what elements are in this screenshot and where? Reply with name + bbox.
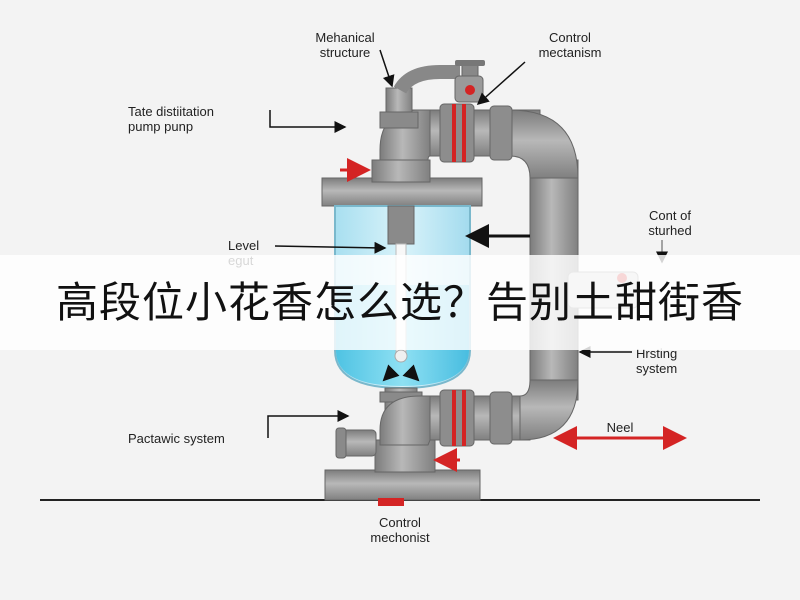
bottom-right-elbow xyxy=(519,379,579,441)
bottom-flange-2 xyxy=(489,391,513,445)
label-pactawic-system: Pactawic system xyxy=(128,431,225,446)
title-banner: 高段位小花香怎么选？告别土甜街香 xyxy=(0,255,800,350)
label-neel: Neel xyxy=(606,420,634,435)
base-platform xyxy=(324,469,481,501)
label-control-mechonist: Control mechonist xyxy=(370,515,430,545)
leader-pactawic xyxy=(267,410,350,438)
label-mechanical-structure: Mehanical structure xyxy=(315,30,375,60)
top-flange-2 xyxy=(489,105,513,161)
inner-tube-top xyxy=(387,205,415,245)
label-cont-of-sturhed: Cont of sturhed xyxy=(648,208,692,238)
base-red-plate xyxy=(378,498,404,506)
label-tate-distillation: Tate distiitation pump punp xyxy=(128,104,214,134)
bottom-flange-1 xyxy=(439,389,475,447)
tank-top-cap xyxy=(321,177,483,207)
top-flange-1 xyxy=(439,103,475,163)
control-valve-red-knob xyxy=(465,85,475,95)
leader-control-top xyxy=(476,61,526,105)
arrow-level xyxy=(274,241,387,254)
leader-tate xyxy=(269,110,347,133)
leader-mechanical xyxy=(379,49,395,88)
bottom-left-elbow xyxy=(379,395,431,446)
banner-title: 高段位小花香怎么选？告别土甜街香 xyxy=(55,278,744,327)
bottom-horizontal-pipe xyxy=(419,395,531,441)
label-hrsting-system: Hrsting system xyxy=(636,346,678,376)
label-control-mechanism-top: Control mectanism xyxy=(538,30,602,60)
top-right-elbow xyxy=(509,109,579,179)
